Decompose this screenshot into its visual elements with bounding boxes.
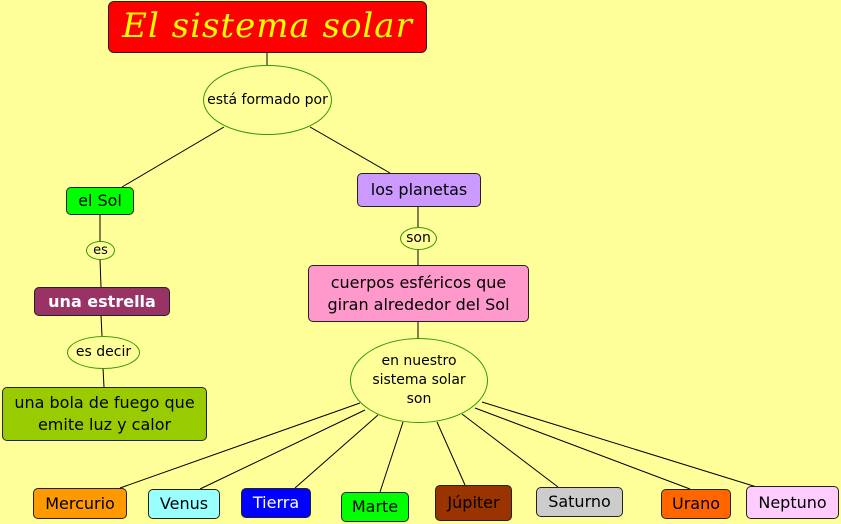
link-es-decir[interactable]: es decir: [67, 336, 140, 369]
planet-marte[interactable]: Marte: [341, 492, 409, 522]
concept-el-sol[interactable]: el Sol: [66, 187, 134, 215]
link-en-nuestro-sistema-solar-son[interactable]: en nuestro sistema solar son: [350, 338, 488, 423]
planet-tierra[interactable]: Tierra: [241, 488, 311, 518]
planet-mercurio[interactable]: Mercurio: [33, 488, 127, 519]
link-son[interactable]: son: [400, 227, 437, 250]
concept-bola-de-fuego[interactable]: una bola de fuego que emite luz y calor: [2, 387, 207, 441]
title-concept[interactable]: El sistema solar: [108, 1, 427, 53]
planet-urano[interactable]: Urano: [661, 489, 731, 519]
link-esta-formado-por[interactable]: está formado por: [203, 65, 332, 135]
planet-venus[interactable]: Venus: [148, 489, 220, 519]
link-es[interactable]: es: [86, 241, 115, 260]
planet-saturno[interactable]: Saturno: [536, 487, 623, 517]
concept-una-estrella[interactable]: una estrella: [34, 287, 170, 316]
concept-los-planetas[interactable]: los planetas: [357, 173, 481, 207]
concept-cuerpos-esfericos[interactable]: cuerpos esféricos que giran alrededor de…: [308, 265, 529, 322]
planet-neptuno[interactable]: Neptuno: [746, 486, 839, 519]
planet-jupiter[interactable]: Júpiter: [435, 485, 512, 521]
